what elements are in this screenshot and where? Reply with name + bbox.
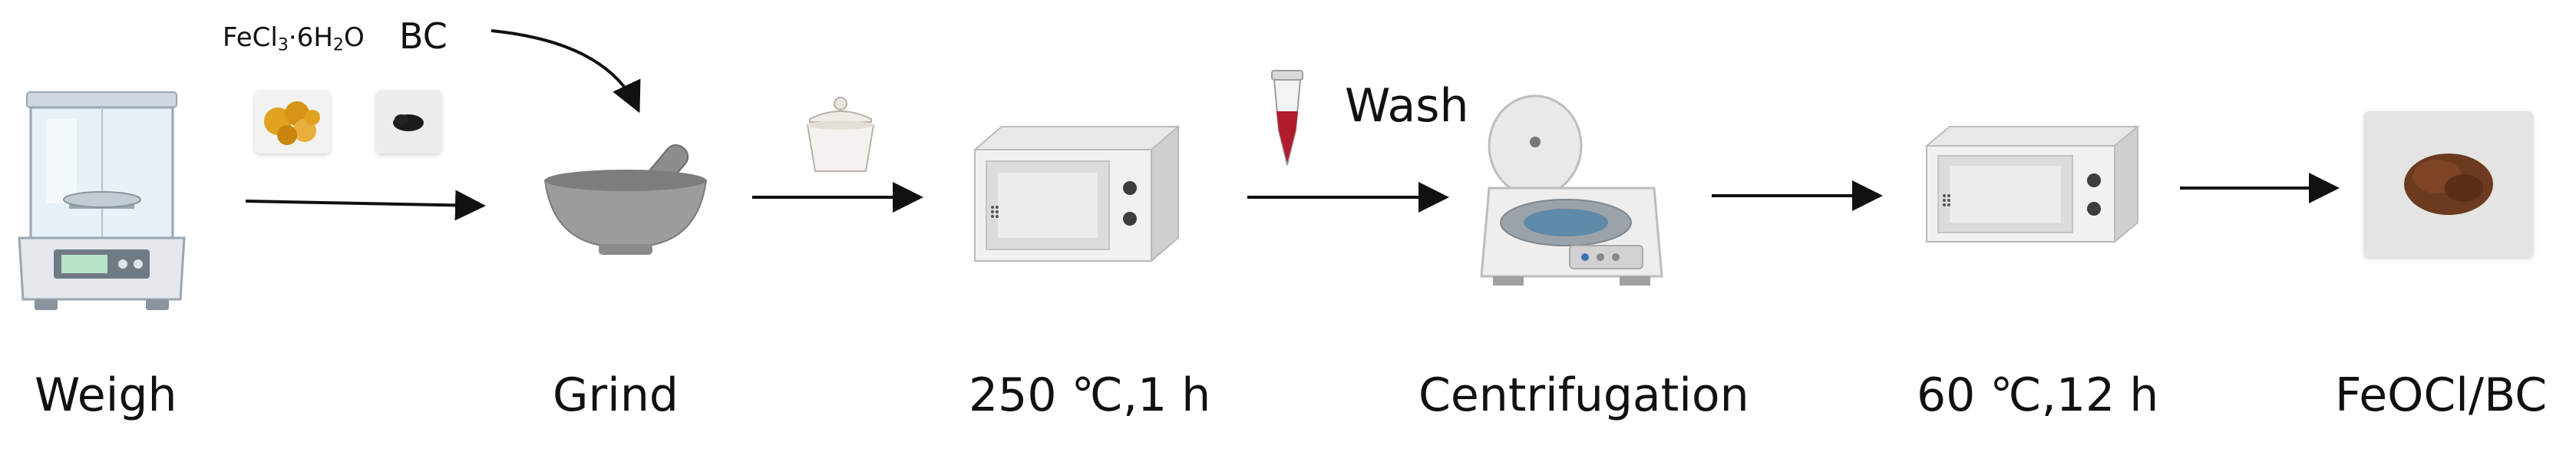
wash-label: Wash: [1345, 79, 1469, 133]
step-label-drying: 60 ℃,12 h: [1917, 368, 2159, 422]
fecl3-label: FeCl3·6H2O: [223, 22, 365, 55]
bc-label: BC: [399, 15, 447, 57]
fecl3-crystals-photo: [255, 91, 330, 154]
eppendorf-tube-icon: [1271, 70, 1303, 166]
feocl-bc-product-photo: [2364, 111, 2533, 257]
muffle-furnace-icon: [973, 124, 1181, 263]
step-label-product: FeOCl/BC: [2335, 368, 2548, 422]
arrow-weigh-to-grind: [245, 190, 486, 221]
mortar-and-pestle-icon: [543, 144, 708, 255]
analytical-balance-icon: [18, 91, 186, 310]
step-label-grind: Grind: [553, 368, 679, 422]
arrow-reagents-to-mortar: [490, 29, 641, 114]
step-label-centrifugation: Centrifugation: [1418, 368, 1749, 422]
drying-oven-icon: [1924, 124, 2140, 244]
biochar-photo: [376, 91, 441, 154]
crucible-icon: [806, 97, 875, 172]
centrifuge-icon: [1480, 94, 1663, 286]
step-label-weigh: Weigh: [35, 368, 177, 422]
step-label-calcination: 250 ℃,1 h: [969, 368, 1211, 422]
